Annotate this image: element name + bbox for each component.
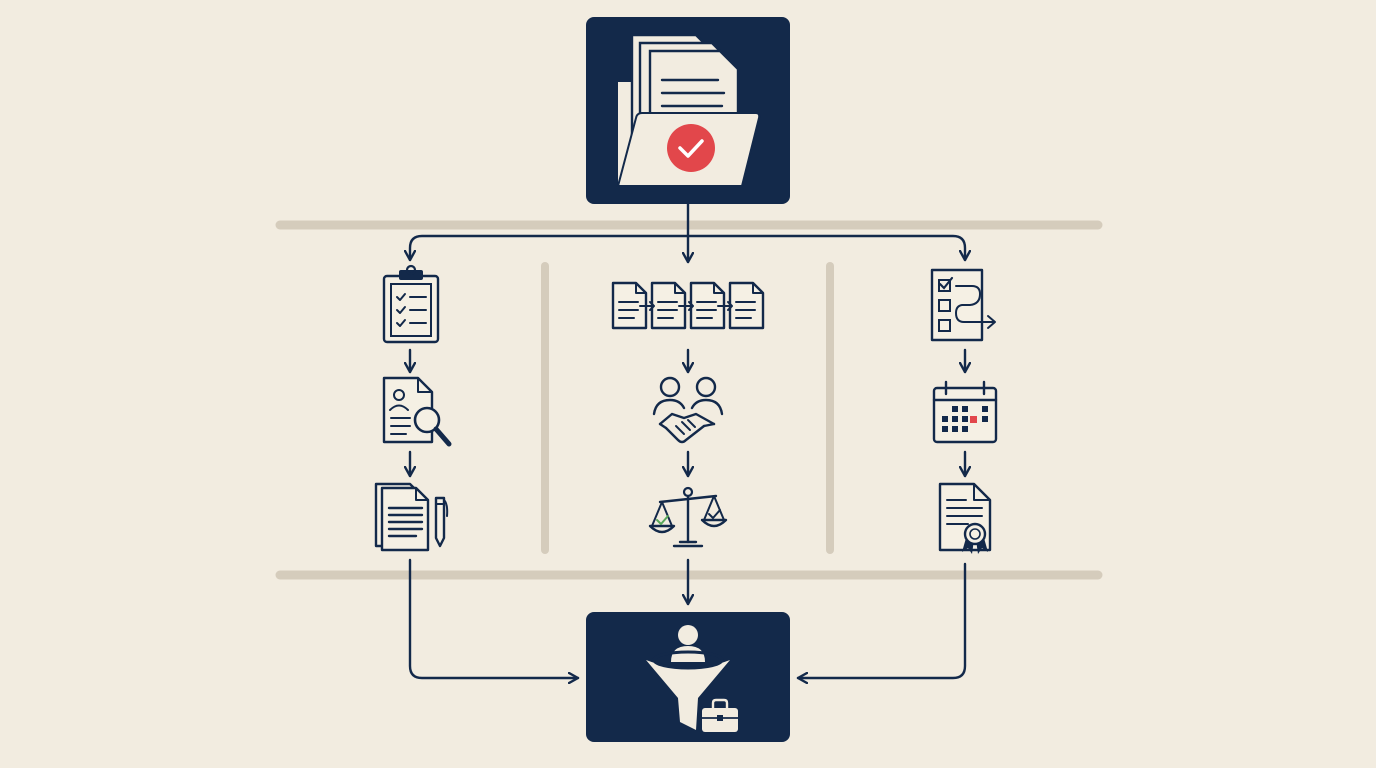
certificate-icon[interactable] (938, 482, 992, 554)
funnel-rim (652, 650, 724, 670)
left-merge-connector (408, 558, 580, 678)
document-search-icon[interactable] (382, 376, 452, 447)
sequence-doc-3 (689, 281, 726, 330)
right-merge-connector (796, 562, 967, 678)
talent-funnel-icon (646, 625, 738, 732)
documents-pen-icon[interactable] (374, 482, 449, 552)
approved-check-badge (667, 124, 715, 172)
sequence-doc-2 (650, 281, 687, 330)
branch-left-connector (410, 234, 690, 262)
branch-center (611, 281, 765, 548)
balance-scale-icon[interactable] (648, 486, 728, 548)
branch-left (374, 264, 452, 552)
candidate-head (678, 625, 698, 645)
candidate-body (671, 646, 705, 662)
branch-right-connector (686, 234, 965, 262)
sequence-doc-1 (611, 281, 648, 330)
briefcase-icon (702, 698, 738, 732)
target-node[interactable] (586, 612, 790, 742)
sequence-doc-4 (728, 281, 765, 330)
task-list-flow-icon[interactable] (930, 268, 996, 342)
calendar-days (942, 406, 988, 432)
checklist-clipboard-icon[interactable] (382, 264, 440, 344)
calendar-icon[interactable] (932, 380, 998, 444)
funnel-body (646, 660, 730, 730)
check-mark-icon (678, 139, 704, 158)
source-node[interactable] (586, 17, 790, 204)
connectors (408, 202, 967, 678)
folder-page-lines (660, 78, 726, 108)
people-handshake-icon[interactable] (652, 376, 724, 444)
calendar-highlight-day (970, 416, 977, 423)
branch-right (930, 268, 998, 554)
folder-approved-icon (616, 33, 761, 187)
document-sequence-icon[interactable] (611, 281, 765, 330)
